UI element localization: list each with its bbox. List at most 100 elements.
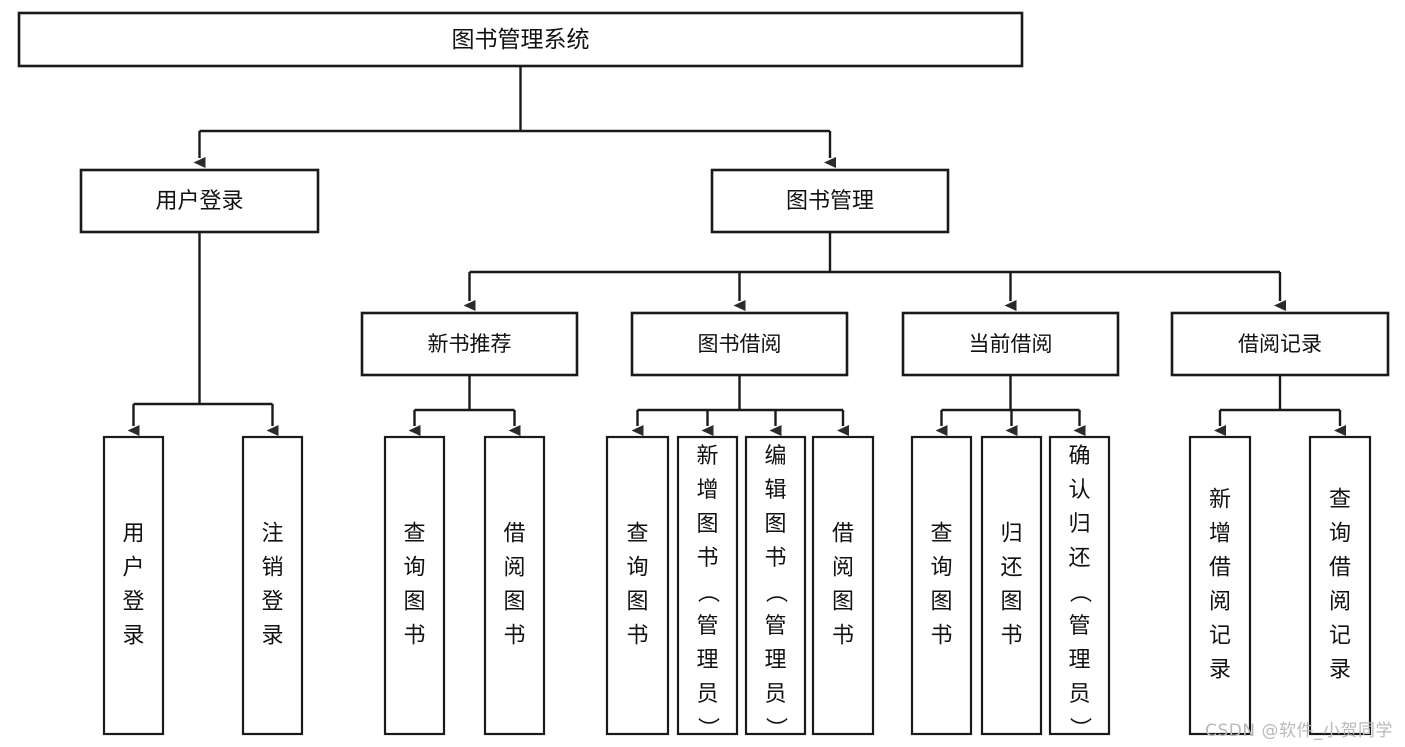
node-leaf-1-rect <box>241 435 304 736</box>
svg-text:阅: 阅 <box>1329 590 1351 615</box>
node-level3-2-rect <box>901 311 1120 377</box>
svg-text:管: 管 <box>696 614 718 639</box>
node-level3-0-label: 新书推荐 <box>428 332 512 356</box>
svg-text:注: 注 <box>261 522 283 547</box>
node-root-rect <box>17 11 1024 68</box>
svg-text:书: 书 <box>403 624 425 649</box>
svg-text:书: 书 <box>1000 624 1022 649</box>
node-level2-1-label: 图书管理 <box>786 189 874 214</box>
node-leaf-0-rect <box>102 435 165 736</box>
svg-text:查: 查 <box>930 522 952 547</box>
node-layer: 图书管理系统用户登录图书管理新书推荐图书借阅当前借阅借阅记录用户登录注销登录查询… <box>17 11 1390 739</box>
node-leaf-7-rect <box>811 435 875 736</box>
node-level3-3[interactable]: 借阅记录 <box>1170 311 1390 377</box>
svg-text:登: 登 <box>122 590 144 615</box>
svg-text:销: 销 <box>261 556 283 581</box>
node-leaf-12-rect <box>1308 435 1372 736</box>
node-leaf-8-rect <box>910 435 973 736</box>
node-leaf-11-rect <box>1188 435 1252 736</box>
node-leaf-5-rect <box>676 435 739 736</box>
svg-text:）: ） <box>763 717 788 739</box>
svg-text:图: 图 <box>626 590 648 615</box>
node-leaf-6-rect <box>744 435 807 736</box>
node-level2-0-rect <box>79 168 320 234</box>
svg-text:归: 归 <box>1068 512 1090 537</box>
svg-text:）: ） <box>1067 717 1092 739</box>
svg-text:询: 询 <box>1329 522 1351 547</box>
node-leaf-10-rect <box>1048 435 1111 736</box>
svg-text:阅: 阅 <box>503 556 525 581</box>
svg-text:用: 用 <box>122 522 144 547</box>
svg-text:（: （ <box>1067 581 1092 603</box>
svg-text:借: 借 <box>832 522 854 547</box>
svg-text:归: 归 <box>1000 522 1022 547</box>
node-level3-1[interactable]: 图书借阅 <box>630 311 849 377</box>
svg-text:还: 还 <box>1000 556 1022 581</box>
svg-text:记: 记 <box>1209 624 1231 649</box>
node-level2-0-label: 用户登录 <box>155 189 243 214</box>
node-level2-0[interactable]: 用户登录 <box>79 168 320 234</box>
svg-text:询: 询 <box>626 556 648 581</box>
svg-text:登: 登 <box>261 590 283 615</box>
node-root[interactable]: 图书管理系统 <box>17 11 1024 68</box>
node-level3-2-label: 当前借阅 <box>969 332 1053 356</box>
svg-text:查: 查 <box>1329 488 1351 513</box>
svg-text:借: 借 <box>503 522 525 547</box>
svg-text:认: 认 <box>1068 478 1090 503</box>
svg-text:新: 新 <box>696 444 718 469</box>
node-leaf-0-label: 用户登录 <box>122 522 144 649</box>
svg-text:记: 记 <box>1329 624 1351 649</box>
svg-text:图: 图 <box>696 512 718 537</box>
svg-text:书: 书 <box>503 624 525 649</box>
node-level3-0[interactable]: 新书推荐 <box>360 311 579 377</box>
svg-text:图: 图 <box>832 590 854 615</box>
node-leaf-4-rect <box>605 435 670 736</box>
svg-text:书: 书 <box>626 624 648 649</box>
node-leaf-3-rect <box>483 435 546 736</box>
svg-text:询: 询 <box>403 556 425 581</box>
node-leaf-0[interactable]: 用户登录 <box>102 435 165 736</box>
node-level3-1-label: 图书借阅 <box>698 332 782 356</box>
svg-text:图: 图 <box>1000 590 1022 615</box>
svg-text:录: 录 <box>1329 658 1351 683</box>
svg-text:书: 书 <box>930 624 952 649</box>
svg-text:借: 借 <box>1329 556 1351 581</box>
node-level3-2[interactable]: 当前借阅 <box>901 311 1120 377</box>
node-leaf-2-rect <box>383 435 446 736</box>
svg-text:辑: 辑 <box>764 478 786 503</box>
svg-text:员: 员 <box>1068 682 1090 707</box>
node-root-label: 图书管理系统 <box>452 27 590 53</box>
svg-text:阅: 阅 <box>1209 590 1231 615</box>
svg-text:）: ） <box>695 717 720 739</box>
svg-text:员: 员 <box>696 682 718 707</box>
node-level3-1-rect <box>630 311 849 377</box>
node-level3-3-label: 借阅记录 <box>1238 332 1322 356</box>
node-level2-1[interactable]: 图书管理 <box>710 168 950 234</box>
svg-text:增: 增 <box>696 478 718 503</box>
svg-text:（: （ <box>695 581 720 603</box>
svg-text:书: 书 <box>764 546 786 571</box>
svg-text:（: （ <box>763 581 788 603</box>
svg-text:借: 借 <box>1209 556 1231 581</box>
svg-text:书: 书 <box>696 546 718 571</box>
